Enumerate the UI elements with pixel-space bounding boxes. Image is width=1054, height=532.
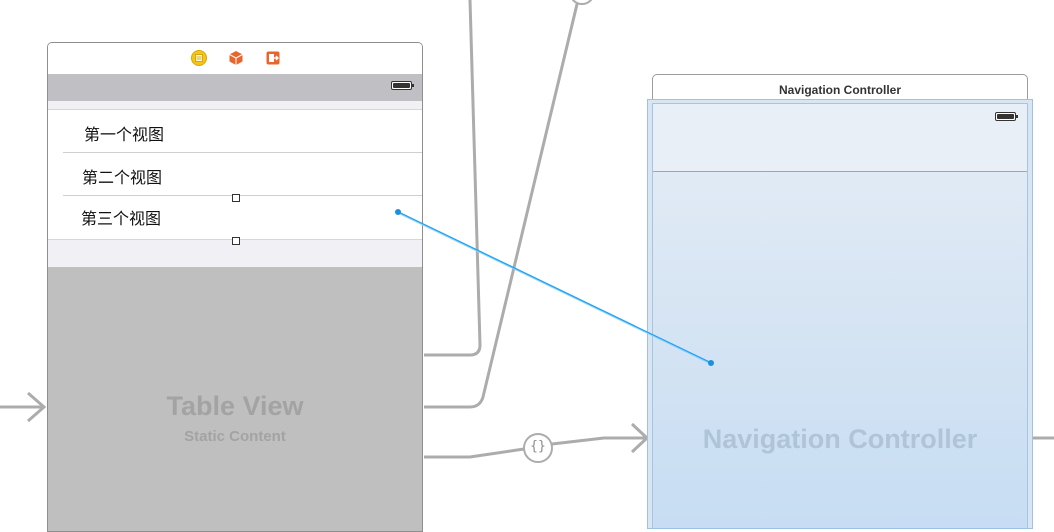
relationship-segue-line[interactable] xyxy=(424,447,525,459)
initial-arrow-head xyxy=(27,391,47,423)
relationship-segue-line-2[interactable] xyxy=(551,436,646,446)
battery-icon xyxy=(391,81,414,90)
cell-separator xyxy=(63,195,422,196)
first-responder-icon[interactable] xyxy=(228,50,244,66)
resize-handle-top[interactable] xyxy=(232,194,240,202)
table-cell-1[interactable]: 第一个视图 xyxy=(48,110,422,153)
view-controller-icon[interactable] xyxy=(191,50,207,66)
navigation-controller-view: Navigation Controller xyxy=(652,103,1028,528)
status-bar xyxy=(48,74,422,101)
cell-label-2: 第二个视图 xyxy=(82,168,163,187)
scene-title: Navigation Controller xyxy=(778,83,901,97)
navigation-controller-scene[interactable]: Navigation Controller xyxy=(647,99,1033,529)
cell-separator xyxy=(63,152,422,153)
navigation-bar[interactable] xyxy=(653,104,1027,172)
table-view-controller-scene[interactable]: 第一个视图 第二个视图 第三个视图 Table View Static Cont… xyxy=(47,42,423,532)
connection-drag-line[interactable] xyxy=(397,211,712,364)
connection-end-point[interactable] xyxy=(708,360,714,366)
connection-start-point[interactable] xyxy=(395,209,401,215)
table-view-subtitle: Static Content xyxy=(184,428,286,445)
table-cell-3[interactable]: 第三个视图 xyxy=(48,197,422,240)
resize-handle-bottom[interactable] xyxy=(232,237,240,245)
segue-line-upper[interactable] xyxy=(424,0,482,357)
segue-node-top[interactable] xyxy=(570,0,594,5)
table-cell-2[interactable]: 第二个视图 xyxy=(48,153,422,196)
table-view-title: Table View xyxy=(166,391,304,421)
navigation-controller-placeholder-label: Navigation Controller xyxy=(702,424,978,454)
scene-dock xyxy=(48,43,422,74)
relationship-segue-icon[interactable] xyxy=(523,433,553,463)
segue-glyph: {} xyxy=(530,439,546,454)
table-section-header xyxy=(48,101,422,110)
battery-icon xyxy=(995,112,1018,121)
cell-label-3: 第三个视图 xyxy=(81,209,162,228)
exit-icon[interactable] xyxy=(265,50,281,66)
table-view-placeholder[interactable]: Table View Static Content xyxy=(48,267,422,531)
cell-label-1: 第一个视图 xyxy=(84,125,165,144)
navigation-controller-scene-title-bar[interactable]: Navigation Controller xyxy=(652,74,1028,100)
segue-line-diagonal[interactable] xyxy=(424,0,580,409)
connection-drag-line-glow xyxy=(397,212,712,365)
